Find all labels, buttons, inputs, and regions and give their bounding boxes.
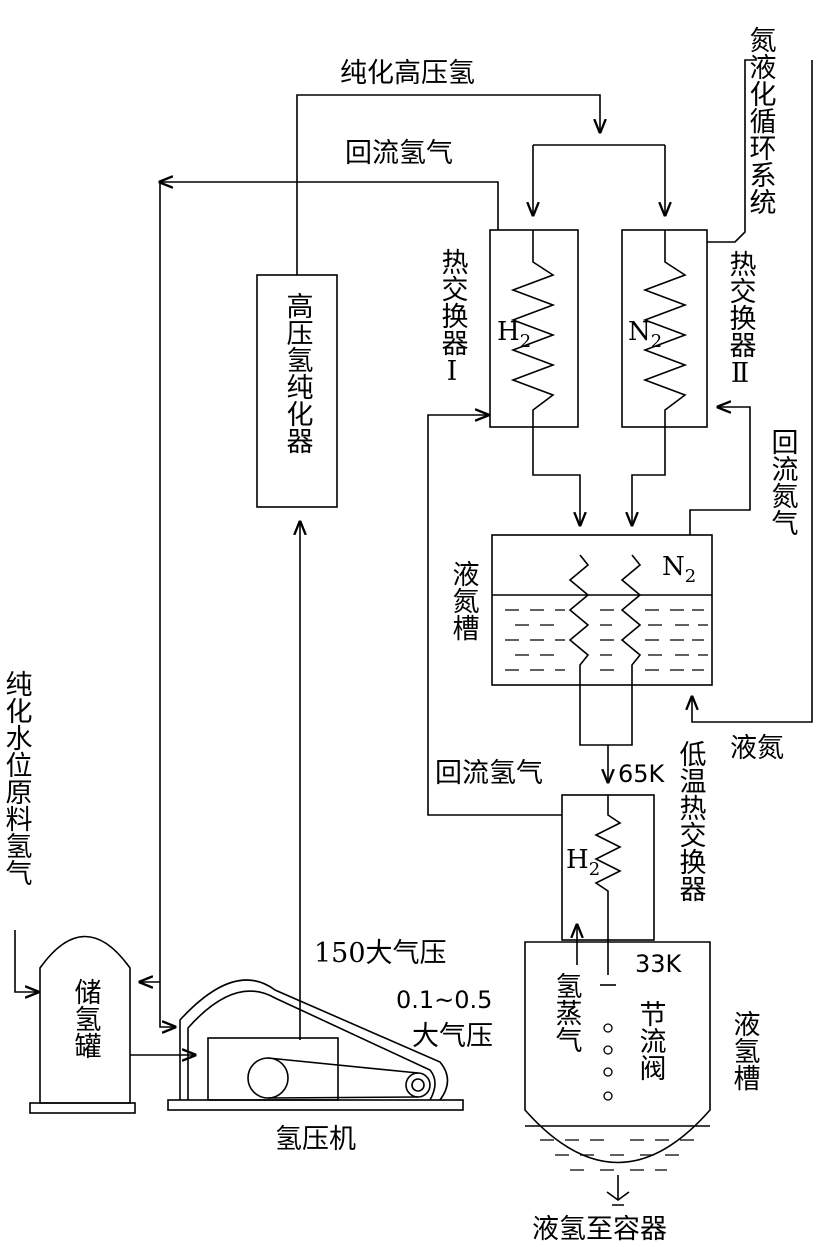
return-h2-mid-label: 回流氢气 [435,758,543,789]
liquid-n2-line [692,60,813,723]
hp-purifier-label: 高压氢纯化器 [282,292,314,454]
compressor-body [179,979,449,1101]
compressor-wheel-2 [405,1072,431,1098]
throttle-bubbles [603,1023,613,1101]
compressor-wheel-2-hub [411,1078,425,1092]
lh2-tank-label: 液氢槽 [729,1010,761,1091]
return-h2-top-line [160,182,499,230]
heat-exchanger-1 [489,229,579,428]
lt-hx-coil-label: H2 [566,845,600,880]
throttle-valve-label: 节流阀 [635,1000,666,1081]
return-h2-top-label: 回流氢气 [345,138,453,169]
h2-vapor-label: 氢蒸气 [551,972,583,1053]
compressor-belt [267,1057,419,1099]
raw-h2-label: 纯化水位原料氢气 [1,670,33,886]
pressure-low-label-1: 0.1~0.5 [396,986,492,1014]
ln2-symbol: N2 [662,552,696,587]
ln2-tank-label: 液氮槽 [448,560,480,641]
outlet-valve [606,1175,630,1206]
storage-tank-label: 储氢罐 [70,978,102,1059]
lt-hx-coil [594,795,622,975]
compressor-wheel-1 [247,1057,289,1099]
purified-hp-h2-line [296,94,600,275]
ln2-liquid-dashes [505,609,708,671]
hp-purifier [256,274,338,508]
temp-65k-label: 65K [618,760,666,788]
lh2-liquid-dashes [540,1139,694,1171]
return-n2-line [689,407,751,535]
return-h2-down-line [159,182,175,1027]
to-n2-liquefaction [707,59,757,243]
ln2-coil-h2 [568,554,608,746]
temp-33k-label: 33K [635,950,683,978]
return-n2-label: 回流氮气 [767,428,799,536]
lh2-to-container-label: 液氢至容器 [532,1214,667,1245]
storage-tank-base [29,1102,136,1114]
raw-h2-inlet [14,930,38,992]
n2-liquefaction-label: 氮液化循环系统 [745,26,777,215]
ln2-coil-n2 [608,554,642,746]
compressor-block [207,1037,339,1101]
liquid-n2-label: 液氮 [730,733,784,764]
return-h2-mid-line [427,415,562,816]
pressure-150-label: 150大气压 [314,938,447,969]
purified-hp-h2-label: 纯化高压氢 [340,58,475,89]
compressor-base [167,1099,464,1111]
storage-tank [39,935,131,1104]
compressor-inner [187,990,436,1101]
hx1-coil [510,230,580,525]
hx1-label: 热交换器Ⅰ [437,248,469,387]
pressure-low-label-2: 大气压 [412,1021,493,1052]
lh2-tank [524,941,711,1164]
ln2-tank [491,534,713,686]
hx1-coil-label: H2 [497,317,531,352]
hx2-coil [632,230,688,525]
hx2-coil-label: N2 [628,317,662,352]
hx2-label: 热交换器Ⅱ [725,250,757,389]
lt-hx-label: 低温热交换器 [675,740,707,902]
compressor-label: 氢压机 [275,1124,356,1155]
